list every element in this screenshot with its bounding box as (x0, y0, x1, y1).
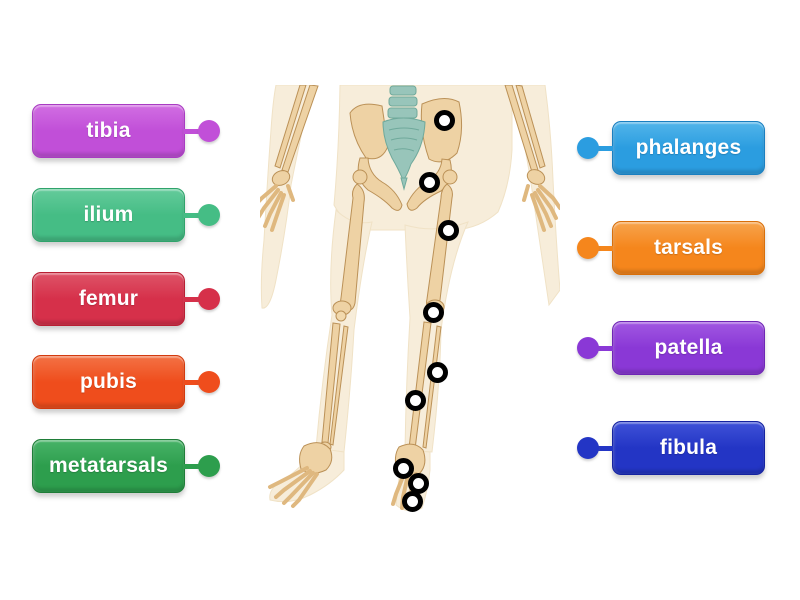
label-text: phalanges (635, 136, 742, 159)
label-text: patella (654, 336, 723, 359)
connector-stem (184, 463, 210, 469)
connector-dot[interactable] (198, 371, 220, 393)
connector-stem (184, 128, 210, 134)
target-circle[interactable] (401, 490, 423, 512)
connector-dot[interactable] (198, 455, 220, 477)
connector-dot[interactable] (198, 120, 220, 142)
target-circle[interactable] (433, 109, 455, 131)
target-circle[interactable] (422, 301, 444, 323)
target-circle[interactable] (437, 219, 459, 241)
label-tibia[interactable]: tibia (32, 104, 220, 158)
skeleton-image (260, 85, 560, 512)
connector-dot[interactable] (577, 237, 599, 259)
label-text: metatarsals (49, 454, 168, 477)
label-metatarsals[interactable]: metatarsals (32, 439, 220, 493)
connector-dot[interactable] (577, 337, 599, 359)
target-circle[interactable] (407, 472, 429, 494)
label-text: ilium (83, 203, 134, 226)
connector-stem (184, 379, 210, 385)
connector-dot[interactable] (198, 288, 220, 310)
connector-stem (587, 245, 613, 251)
connector-stem (587, 445, 613, 451)
label-text: femur (78, 287, 139, 310)
target-circle[interactable] (426, 361, 448, 383)
label-text: tarsals (653, 236, 724, 259)
label-femur[interactable]: femur (32, 272, 220, 326)
connector-dot[interactable] (577, 137, 599, 159)
label-fibula[interactable]: fibula (577, 421, 765, 475)
label-ilium[interactable]: ilium (32, 188, 220, 242)
target-circle[interactable] (404, 389, 426, 411)
connector-stem (587, 345, 613, 351)
connector-stem (587, 145, 613, 151)
label-patella[interactable]: patella (577, 321, 765, 375)
label-text: fibula (659, 436, 718, 459)
connector-dot[interactable] (577, 437, 599, 459)
label-tarsals[interactable]: tarsals (577, 221, 765, 275)
target-circle[interactable] (392, 457, 414, 479)
connector-stem (184, 296, 210, 302)
label-pubis[interactable]: pubis (32, 355, 220, 409)
label-text: tibia (86, 119, 131, 142)
connector-stem (184, 212, 210, 218)
target-circle[interactable] (418, 171, 440, 193)
label-text: pubis (80, 370, 137, 393)
label-phalanges[interactable]: phalanges (577, 121, 765, 175)
connector-dot[interactable] (198, 204, 220, 226)
